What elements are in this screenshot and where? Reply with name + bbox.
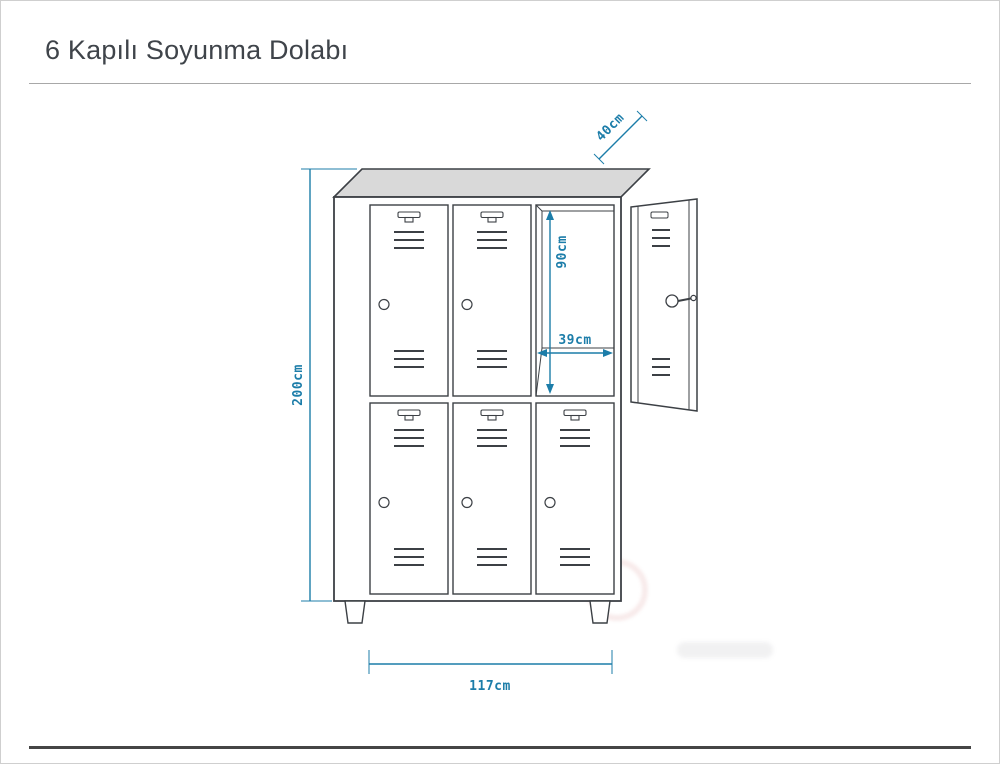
- locker-top-face: [332, 168, 651, 198]
- door-bottom-middle: [452, 402, 532, 595]
- watermark-text: [677, 642, 773, 658]
- dim-compartment-height: 90cm: [546, 210, 570, 394]
- page-title: 6 Kapılı Soyunma Dolabı: [45, 35, 349, 65]
- open-door-panel: [630, 198, 698, 412]
- door-bottom-right: [535, 402, 615, 595]
- key-icon: [677, 297, 692, 302]
- key-bow-icon: [690, 294, 697, 302]
- dim-width: 117cm: [368, 650, 613, 694]
- dim-compartment-height-label: 90cm: [555, 235, 570, 268]
- title-divider: [29, 83, 971, 84]
- open-door-vents-bottom: [652, 358, 670, 376]
- compartment-opening: [535, 204, 615, 397]
- locker-foot-right: [589, 600, 611, 624]
- compartment-back-wall: [541, 210, 615, 349]
- open-door-vents-top: [652, 229, 670, 247]
- dim-compartment-width: 39cm: [537, 333, 613, 357]
- dim-depth: 40cm: [593, 110, 648, 165]
- open-compartment: [535, 204, 615, 397]
- dim-width-label: 117cm: [469, 679, 511, 694]
- door-bottom-left: [369, 402, 449, 595]
- dim-depth-label: 40cm: [593, 110, 627, 144]
- dim-compartment-width-label: 39cm: [558, 333, 591, 348]
- footer-divider: [29, 746, 971, 749]
- door-top-middle: [452, 204, 532, 397]
- dim-height: 200cm: [291, 168, 357, 602]
- door-top-left: [369, 204, 449, 397]
- open-door-handle: [650, 211, 669, 219]
- open-door: [630, 198, 698, 412]
- locker-foot-left: [344, 600, 366, 624]
- open-door-lock: [665, 294, 679, 308]
- dim-height-label: 200cm: [291, 364, 306, 406]
